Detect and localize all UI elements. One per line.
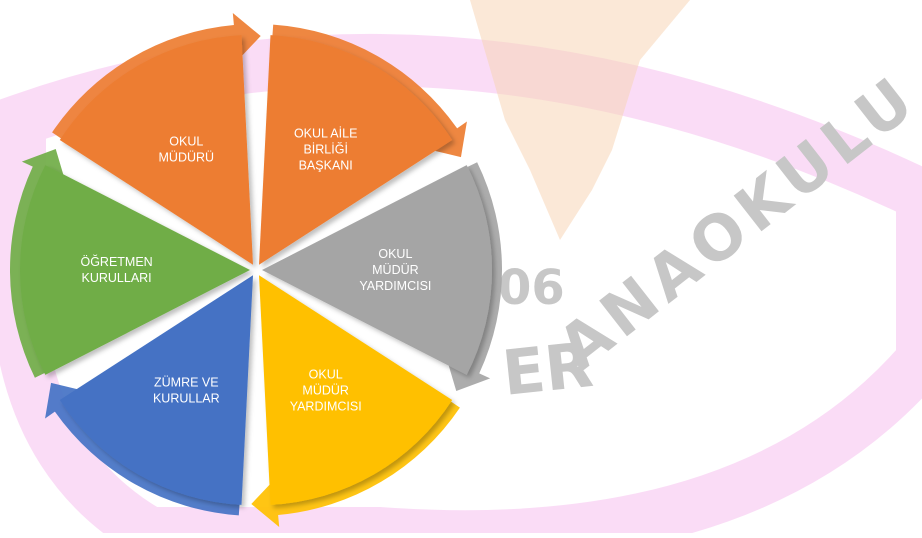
cycle-segment-2 bbox=[259, 35, 453, 265]
watermark-number: 06 bbox=[498, 260, 565, 316]
cycle-segment-3 bbox=[262, 165, 492, 375]
cycle-segment-label-line: KURULLARI bbox=[82, 271, 152, 285]
cycle-segment-5 bbox=[59, 275, 253, 505]
cycle-segment-label-line: MÜDÜR bbox=[372, 263, 419, 277]
cycle-segment-label-line: YARDIMCISI bbox=[290, 400, 362, 414]
cycle-segment-1 bbox=[59, 35, 253, 265]
cycle-segment-label-line: YARDIMCISI bbox=[359, 279, 431, 293]
cycle-segment-label-4: OKUL MÜDÜR YARDIMCISI bbox=[290, 368, 362, 414]
cycle-segment-label-line: OKUL bbox=[378, 247, 412, 261]
cycle-segment-label-line: BİRLİĞİ bbox=[303, 141, 347, 156]
cycle-segment-label-3: OKUL MÜDÜR YARDIMCISI bbox=[359, 247, 431, 293]
cycle-segment-label-line: KURULLAR bbox=[153, 392, 220, 406]
watermark-partial-text: ER bbox=[499, 328, 596, 410]
cycle-arrow-3 bbox=[446, 162, 502, 392]
cycle-segment-label-line: MÜDÜRÜ bbox=[159, 150, 215, 164]
cycle-wedges bbox=[20, 35, 492, 505]
watermark-star bbox=[470, 0, 690, 240]
cycle-segment-label-6: ÖĞRETMEN KURULLARI bbox=[80, 254, 152, 285]
cycle-segment-6 bbox=[20, 165, 250, 375]
cycle-segment-label-line: ÖĞRETMEN bbox=[80, 254, 152, 269]
cycle-segment-label-line: ZÜMRE VE bbox=[154, 376, 219, 390]
cycle-segment-label-line: OKUL bbox=[309, 368, 343, 382]
cycle-segment-label-line: MÜDÜR bbox=[302, 384, 349, 398]
cycle-segment-label-line: BAŞKANI bbox=[299, 158, 353, 172]
cycle-segment-label-1: OKUL MÜDÜRÜ bbox=[159, 134, 215, 164]
cycle-arrow-6 bbox=[10, 148, 66, 378]
cycle-segment-label-line: OKUL AİLE bbox=[294, 126, 357, 140]
cycle-segment-4 bbox=[259, 275, 453, 505]
cycle-segment-label-5: ZÜMRE VE KURULLAR bbox=[153, 376, 220, 406]
cycle-segment-label-line: OKUL bbox=[169, 134, 203, 148]
